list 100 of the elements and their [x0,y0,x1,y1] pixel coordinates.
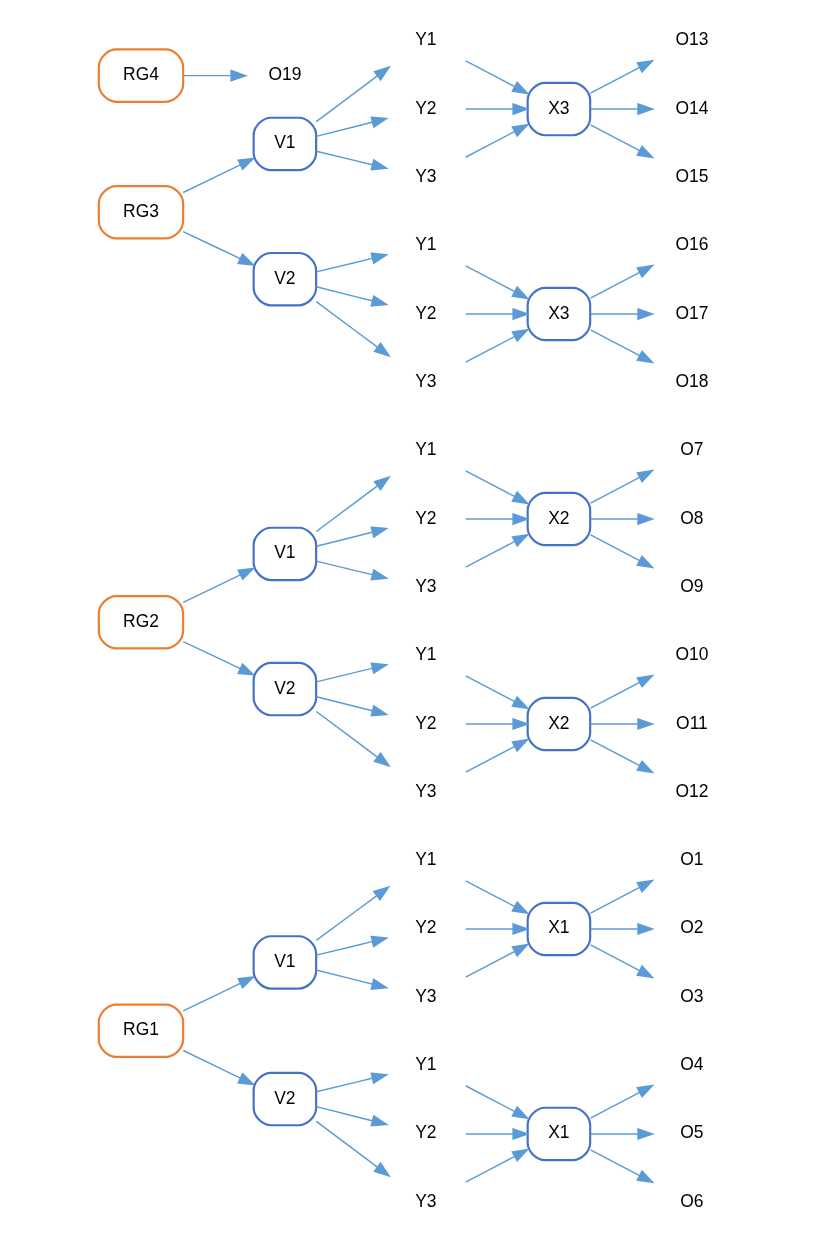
node-text: Y3 [414,985,437,1006]
arrow [315,969,389,990]
arrow [315,1072,389,1093]
arrow [589,739,654,774]
arrow [464,102,530,116]
node-text: Y3 [414,370,437,391]
node-text: Y3 [414,575,437,596]
node-text: O1 [679,849,704,870]
node-text: O11 [675,712,708,733]
node-text: Y1 [414,439,437,460]
node-text: Y2 [414,712,437,733]
node-text: O14 [674,97,708,118]
arrow [464,717,530,731]
arrow [464,880,530,915]
arrow [464,123,530,158]
node-box: RG2 [97,594,184,650]
node-box: X2 [526,696,591,752]
arrow [589,1149,654,1184]
arrow [464,265,530,300]
arrow [589,534,654,569]
node-text: O7 [679,439,704,460]
arrow [182,567,255,604]
arrow [464,328,530,363]
arrow [589,124,654,159]
node-text: O8 [679,507,704,528]
node-text: Y3 [414,1190,437,1211]
arrow [589,512,655,526]
arrow [315,935,389,956]
arrow [315,475,391,533]
node-text: O13 [674,29,708,50]
arrow [182,69,248,82]
node-text: O17 [674,302,708,323]
node-text: O2 [679,917,704,938]
node-box: X2 [526,491,591,547]
arrow [464,1085,530,1120]
node-text: O12 [674,780,708,801]
arrow [464,533,530,568]
node-text: O10 [674,644,708,665]
arrow [464,1127,530,1141]
node-text: O6 [679,1190,704,1211]
node-text: Y1 [414,644,437,665]
arrow [589,944,654,979]
arrow [182,640,255,676]
arrow [315,286,389,307]
node-text: Y2 [414,507,437,528]
arrow [182,1049,255,1086]
node-text: Y1 [414,849,437,870]
node-box: X3 [526,286,591,342]
arrow [589,922,655,936]
node-text: Y1 [414,234,437,255]
arrow [589,329,654,364]
arrow [182,157,255,194]
node-text: O3 [679,985,704,1006]
arrow [589,469,654,504]
node-text: Y1 [414,1054,437,1075]
arrow [589,307,655,321]
node-text: Y3 [414,165,437,186]
node-text: O15 [674,165,708,186]
arrow [315,65,391,123]
node-box: V2 [252,661,317,717]
arrow [315,1105,389,1127]
arrow [315,662,389,683]
arrow [589,102,655,116]
node-box: V2 [252,1071,317,1127]
arrow [589,59,654,94]
node-text: O5 [679,1122,704,1143]
arrow [464,307,530,321]
node-box: RG3 [97,185,184,240]
node-text: Y2 [414,302,437,323]
arrow [464,922,530,936]
arrow [315,526,389,548]
arrow [315,150,389,171]
arrow [315,695,389,717]
node-text: Y2 [414,97,437,118]
arrow [589,879,654,914]
arrow [315,300,391,358]
arrow [315,1120,391,1178]
arrow [315,252,389,273]
arrow [589,717,655,731]
node-box: X1 [526,901,591,957]
arrow [464,1148,530,1183]
arrow [464,470,530,505]
arrow [589,674,654,709]
arrow [315,560,389,581]
node-box: V1 [252,526,317,582]
arrow [315,116,389,138]
node-box: V2 [252,251,317,307]
arrow [315,710,391,768]
node-text: Y1 [414,29,437,50]
arrow [464,675,530,710]
arrow [589,1084,654,1119]
node-text: O9 [679,575,704,596]
arrow [182,975,255,1012]
arrow [589,1127,655,1141]
arrow [589,264,654,299]
node-text: O18 [674,370,708,391]
node-text: O4 [679,1054,704,1075]
node-text: Y3 [414,780,437,801]
arrow [464,943,530,978]
arrow [464,512,530,526]
